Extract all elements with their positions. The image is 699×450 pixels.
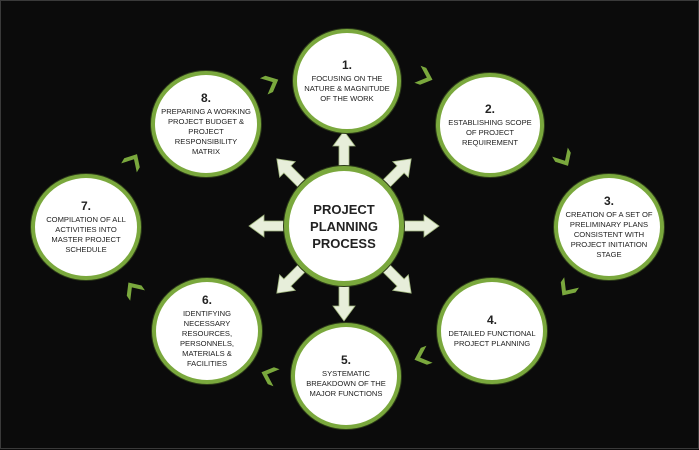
step-number: 6. bbox=[201, 293, 212, 307]
step-node-7: 7. COMPILATION OF ALL ACTIVITIES INTO MA… bbox=[31, 174, 141, 280]
step-number: 8. bbox=[200, 91, 211, 105]
chevron-1-to-2 bbox=[414, 65, 433, 85]
radial-arrow-up-left bbox=[276, 158, 306, 188]
step-text: DETAILED FUNCTIONAL PROJECT PLANNING bbox=[448, 329, 536, 348]
chevron-2-to-3 bbox=[552, 147, 571, 166]
radial-arrow-right bbox=[403, 214, 440, 238]
step-number: 7. bbox=[80, 199, 91, 213]
center-title-line2: PLANNING bbox=[310, 218, 378, 234]
step-node-3: 3. CREATION OF A SET OF PRELIMINARY PLAN… bbox=[554, 174, 664, 280]
step-number: 4. bbox=[486, 313, 497, 327]
radial-arrow-up-right bbox=[382, 158, 412, 188]
step-node-2: 2. ESTABLISHING SCOPE OF PROJECT REQUIRE… bbox=[436, 73, 544, 177]
chevron-3-to-4 bbox=[560, 277, 579, 296]
step-number: 3. bbox=[603, 194, 614, 208]
chevron-6-to-7 bbox=[126, 282, 145, 301]
step-text: SYSTEMATIC BREAKDOWN OF THE MAJOR FUNCTI… bbox=[306, 369, 386, 398]
chevron-7-to-8 bbox=[121, 154, 140, 173]
step-node-1: 1. FOCUSING ON THE NATURE & MAGNITUDE OF… bbox=[293, 29, 401, 133]
chevron-4-to-5 bbox=[414, 345, 433, 365]
radial-arrow-down bbox=[332, 285, 356, 322]
step-number: 2. bbox=[484, 102, 495, 116]
step-node-8: 8. PREPARING A WORKING PROJECT BUDGET & … bbox=[151, 71, 261, 177]
center-title-line1: PROJECT bbox=[313, 201, 375, 217]
radial-arrow-down-right bbox=[382, 264, 412, 294]
center-node: PROJECT PLANNING PROCESS bbox=[284, 166, 404, 286]
radial-arrow-left bbox=[248, 214, 285, 238]
center-title-line3: PROCESS bbox=[312, 235, 376, 251]
step-number: 5. bbox=[340, 353, 351, 367]
step-node-6: 6. IDENTIFYING NECESSARY RESOURCES, PERS… bbox=[152, 278, 262, 384]
step-number: 1. bbox=[341, 58, 352, 72]
radial-arrow-down-left bbox=[276, 264, 306, 294]
step-text: IDENTIFYING NECESSARY RESOURCES, PERSONN… bbox=[179, 309, 235, 368]
chevron-5-to-6 bbox=[261, 367, 280, 387]
step-text: PREPARING A WORKING PROJECT BUDGET & PRO… bbox=[161, 107, 251, 156]
chevron-8-to-1 bbox=[259, 75, 279, 95]
step-text: COMPILATION OF ALL ACTIVITIES INTO MASTE… bbox=[46, 215, 126, 254]
step-text: FOCUSING ON THE NATURE & MAGNITUDE OF TH… bbox=[304, 74, 390, 103]
step-node-5: 5. SYSTEMATIC BREAKDOWN OF THE MAJOR FUN… bbox=[291, 323, 401, 429]
step-text: ESTABLISHING SCOPE OF PROJECT REQUIREMEN… bbox=[448, 118, 532, 147]
radial-arrow-up bbox=[332, 130, 356, 167]
step-text: CREATION OF A SET OF PRELIMINARY PLANS C… bbox=[565, 210, 653, 259]
step-node-4: 4. DETAILED FUNCTIONAL PROJECT PLANNING bbox=[437, 278, 547, 384]
